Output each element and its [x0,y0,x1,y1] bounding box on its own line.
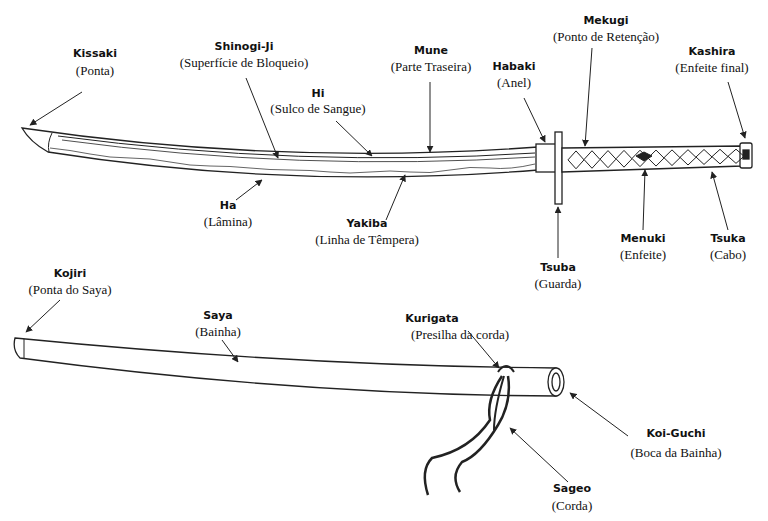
part-translation: (Enfeite final) [675,61,748,76]
part-translation: (Linha de Têmpera) [315,233,419,248]
part-translation: (Presilha da corda) [411,328,509,343]
part-name: Menuki [620,233,665,246]
saya [14,338,564,495]
wrap-diamond [584,151,600,168]
part-translation: (Ponta do Saya) [28,283,111,298]
part-name: Hi [312,88,325,101]
blade [22,128,752,204]
part-translation: (Enfeite) [620,248,666,263]
part-name: Kashira [689,46,736,59]
wrap-diamond [568,151,584,169]
part-translation: (Corda) [552,499,592,514]
wrap-diamond [600,151,616,168]
part-translation: (Cabo) [710,248,746,263]
part-name: Mune [414,45,448,58]
part-translation: (Ponto de Retenção) [553,30,659,45]
part-name: Kurigata [405,313,458,326]
part-name: Tsuka [710,233,745,246]
part-name: Habaki [492,61,535,74]
part-name: Kissaki [73,48,117,61]
part-name: Shinogi-Ji [215,41,274,54]
part-name: Kojiri [54,268,87,281]
part-translation: (Lâmina) [204,215,252,230]
leader-lines [26,48,745,482]
wrap-diamond [648,150,664,166]
part-translation: (Bainha) [195,325,240,340]
wrap-diamond [712,149,728,164]
part-translation: (Superfície de Bloqueio) [180,56,309,71]
part-translation: (Sulco de Sangue) [270,102,365,117]
part-translation: (Boca da Bainha) [631,446,722,461]
part-name: Koi-Guchi [646,428,705,441]
part-name: Sageo [553,483,591,496]
part-name: Saya [203,310,233,323]
part-name: Mekugi [583,15,628,28]
part-name: Yakiba [347,218,388,231]
wrap-diamond [616,150,632,167]
part-translation: (Guarda) [535,277,582,292]
tsuka-ito-wrap [568,149,744,169]
menuki-ornament [636,152,652,161]
wrap-diamond [680,150,696,165]
part-name: Ha [220,200,237,213]
part-translation: (Parte Traseira) [391,60,472,75]
wrap-diamond [696,150,712,165]
part-translation: (Anel) [497,76,531,91]
part-translation: (Ponta) [76,64,114,79]
part-name: Tsuba [540,262,576,275]
wrap-diamond [664,150,680,166]
wrap-diamond [728,149,744,163]
